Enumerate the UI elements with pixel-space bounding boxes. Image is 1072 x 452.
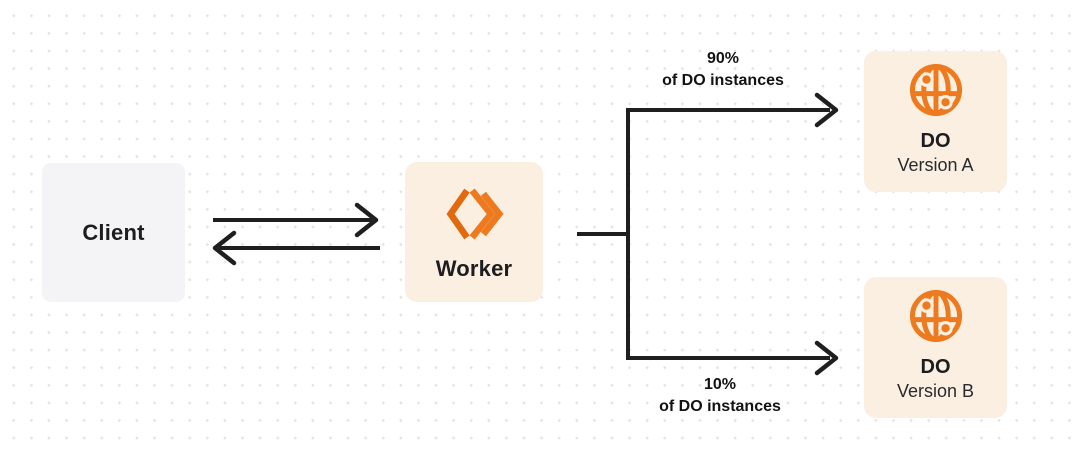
worker-label: Worker [435, 256, 513, 281]
globe-icon [909, 289, 962, 343]
client-node: Client [42, 163, 185, 302]
branch-a-label: 90% of DO instances [662, 48, 784, 92]
branch-a-caption: of DO instances [662, 72, 784, 89]
do-b-title: DO [920, 356, 951, 378]
branch-b-caption: of DO instances [659, 398, 781, 415]
globe-icon [909, 63, 962, 117]
do-b-subtitle: Version B [896, 381, 975, 401]
worker-node: Worker [405, 162, 543, 302]
arrow-to-do-version-b [814, 340, 839, 376]
branch-connector [577, 108, 830, 360]
do-a-title: DO [920, 130, 951, 152]
do-a-subtitle: Version A [897, 155, 974, 175]
workers-logo-icon [446, 188, 504, 240]
do-version-a-node: DO Version A [864, 51, 1007, 192]
branch-a-percent: 90% [706, 50, 740, 67]
do-version-b-node: DO Version B [864, 277, 1007, 418]
arrow-worker-to-client [212, 230, 380, 266]
branch-b-percent: 10% [703, 376, 737, 393]
arrow-client-to-worker [213, 202, 379, 238]
client-label: Client [82, 219, 145, 245]
branch-b-label: 10% of DO instances [659, 374, 781, 418]
arrow-to-do-version-a [814, 92, 839, 128]
